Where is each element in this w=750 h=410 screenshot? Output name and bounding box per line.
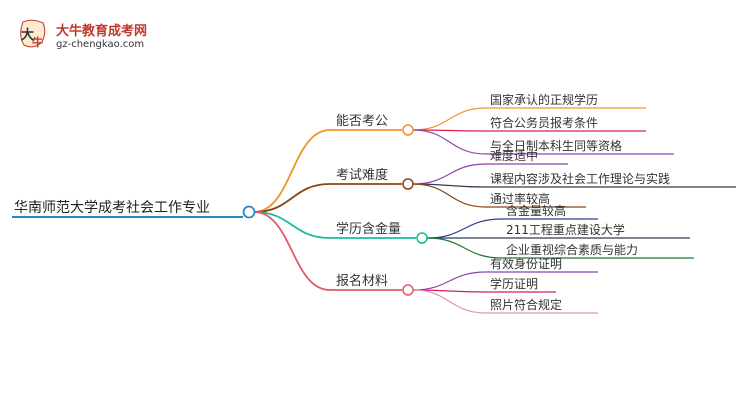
- branch-node-circle[interactable]: [402, 124, 414, 136]
- branch-label: 能否考公: [336, 114, 388, 129]
- leaf-connector: [426, 218, 503, 239]
- branch-connector: [253, 183, 331, 213]
- leaf-label: 符合公务员报考条件: [490, 115, 598, 130]
- leaf-label: 难度适中: [490, 148, 538, 163]
- leaf-label: 国家承认的正规学历: [490, 92, 598, 107]
- branch-connector: [253, 211, 331, 239]
- leaf-label: 含金量较高: [506, 203, 566, 218]
- root-node-label: 华南师范大学成考社会工作专业: [14, 199, 210, 216]
- branch-connector: [253, 211, 331, 291]
- branch-connector: [253, 129, 331, 213]
- branch-label: 报名材料: [336, 273, 388, 289]
- leaf-connector: [412, 129, 487, 155]
- leaf-label: 学历证明: [490, 276, 538, 291]
- leaf-label: 通过率较高: [490, 191, 550, 206]
- leaf-label: 企业重视综合素质与能力: [506, 242, 638, 257]
- leaf-connector: [412, 271, 487, 291]
- brand-title: 大牛教育成考网: [56, 24, 148, 39]
- svg-text:牛: 牛: [32, 35, 43, 49]
- leaf-connector: [412, 289, 487, 314]
- bull-logo-icon: 大 牛: [20, 19, 46, 49]
- leaf-label: 有效身份证明: [490, 256, 562, 271]
- root-node-circle[interactable]: [242, 205, 256, 219]
- leaf-connector: [412, 163, 487, 185]
- svg-text:大: 大: [21, 27, 34, 43]
- brand-url: gz-chengkao.com: [56, 39, 145, 50]
- leaf-label: 与全日制本科生同等资格: [490, 138, 622, 153]
- leaf-connector: [426, 237, 503, 259]
- brand-logo[interactable]: 大 牛 大牛教育成考网 gz-chengkao.com: [16, 18, 166, 58]
- leaf-label: 照片符合规定: [490, 297, 562, 312]
- branch-label: 考试难度: [336, 167, 388, 183]
- leaf-connector: [412, 107, 487, 131]
- leaf-connector: [412, 183, 487, 208]
- leaf-label: 课程内容涉及社会工作理论与实践: [490, 171, 670, 186]
- branch-node-circle[interactable]: [402, 284, 414, 296]
- branch-node-circle[interactable]: [416, 232, 428, 244]
- leaf-label: 211工程重点建设大学: [506, 222, 625, 237]
- branch-label: 学历含金量: [336, 221, 401, 237]
- branch-node-circle[interactable]: [402, 178, 414, 190]
